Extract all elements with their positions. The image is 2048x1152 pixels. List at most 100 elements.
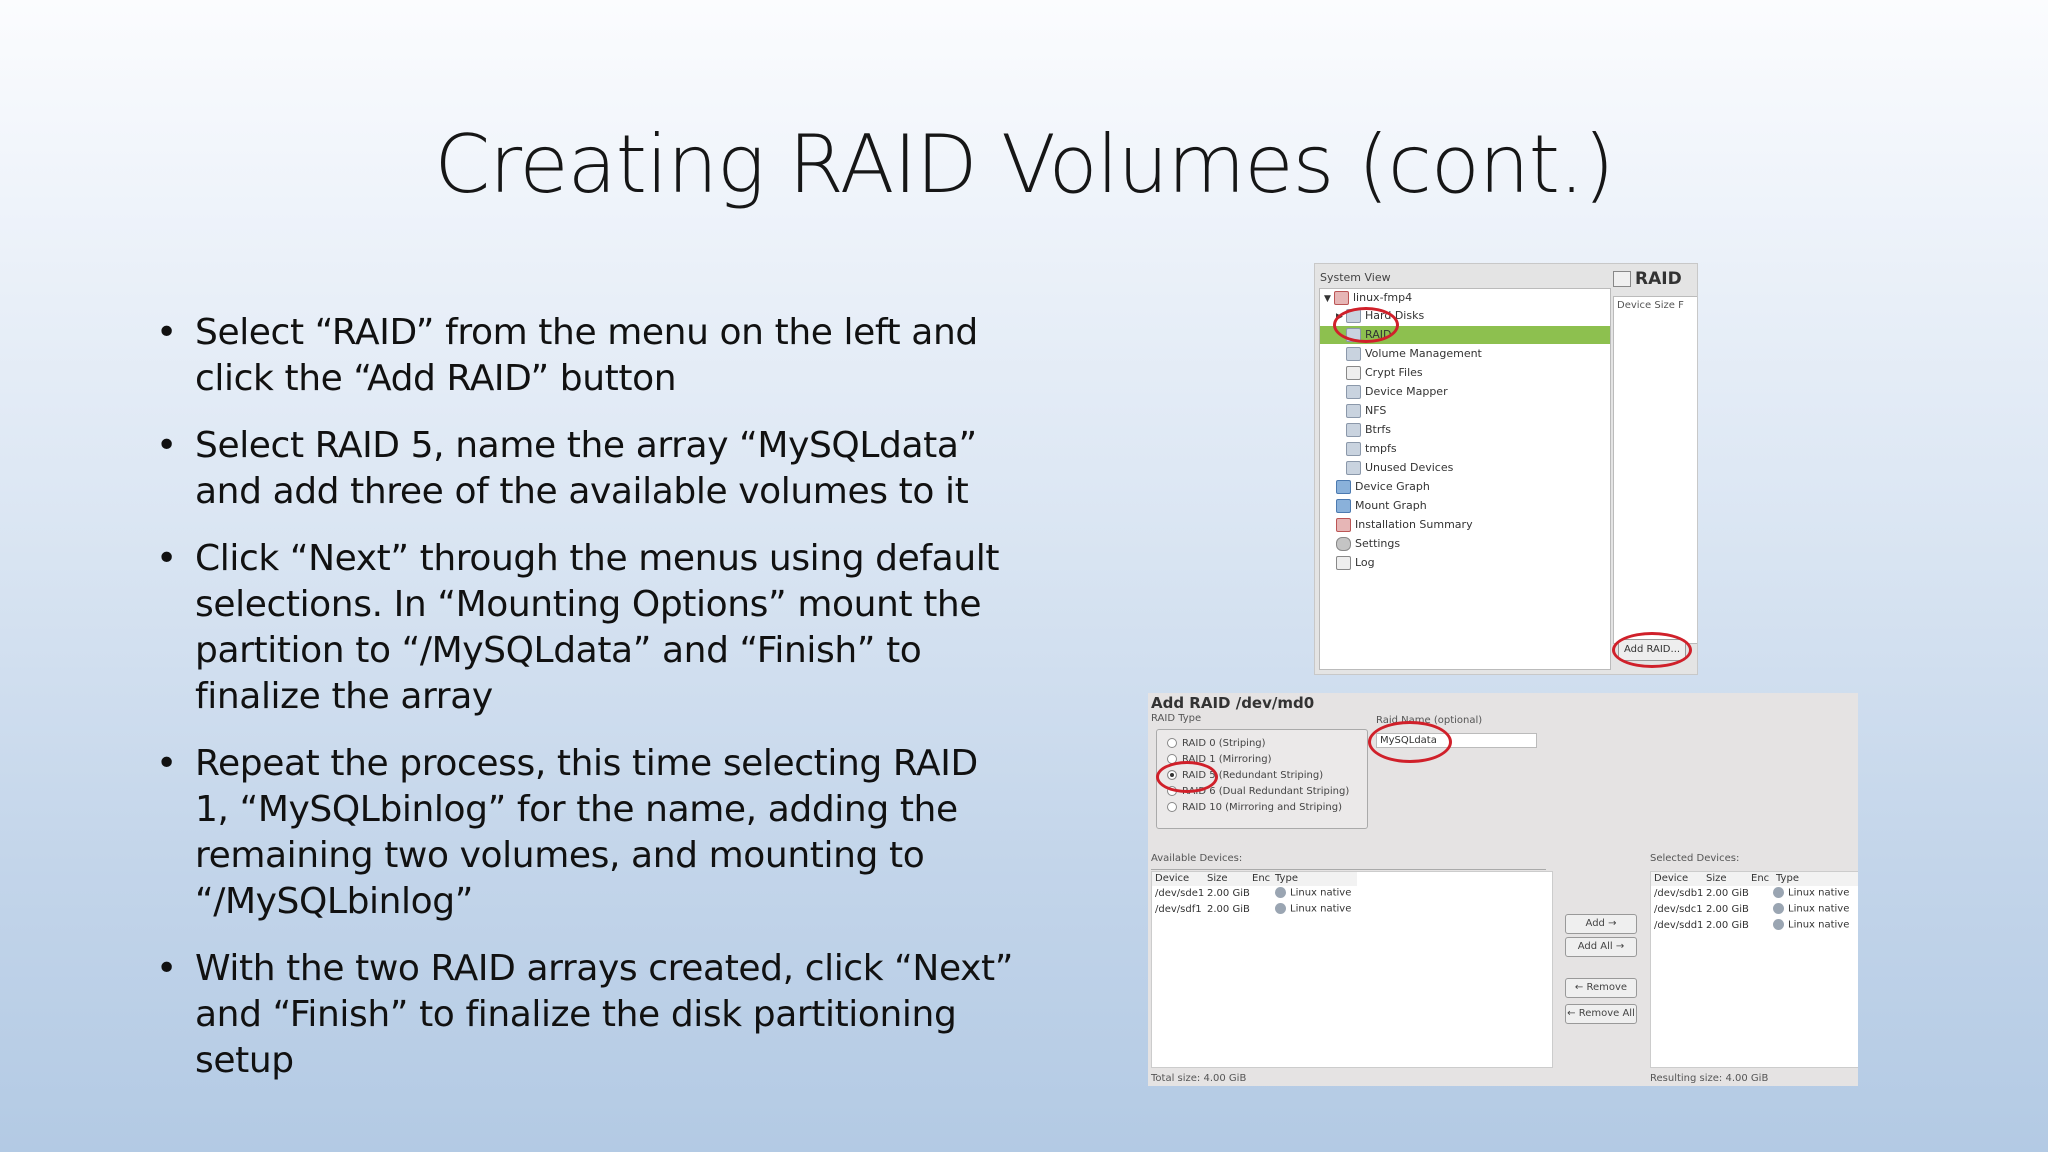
bullet-item: With the two RAID arrays created, click … bbox=[150, 946, 1020, 1084]
column-header[interactable]: Type bbox=[1275, 873, 1298, 884]
tree-item-nfs[interactable]: NFS bbox=[1346, 402, 1386, 420]
column-header[interactable]: Device bbox=[1155, 873, 1190, 884]
total-size: Total size: 4.00 GiB bbox=[1151, 1073, 1247, 1084]
raid-panel-icon bbox=[1613, 271, 1631, 287]
disk-icon bbox=[1275, 887, 1286, 898]
raid-type-option-label: RAID 10 (Mirroring and Striping) bbox=[1182, 802, 1342, 813]
tree-item-log[interactable]: Log bbox=[1336, 554, 1375, 572]
raid-type-option[interactable]: RAID 10 (Mirroring and Striping) bbox=[1167, 800, 1342, 815]
add-raid-highlight-circle bbox=[1612, 632, 1692, 668]
raid5-highlight-circle bbox=[1156, 761, 1218, 793]
tree-item-mount-graph[interactable]: Mount Graph bbox=[1336, 497, 1427, 515]
add-raid-title: Add RAID /dev/md0 bbox=[1151, 694, 1315, 712]
raid-type-group: RAID 0 (Striping) RAID 1 (Mirroring) RAI… bbox=[1156, 729, 1368, 829]
tree-item-tmpfs[interactable]: tmpfs bbox=[1346, 440, 1397, 458]
size-cell: 2.00 GiB bbox=[1706, 920, 1749, 931]
type-cell: Linux native bbox=[1773, 903, 1849, 915]
add-raid-dialog-screenshot: Add RAID /dev/md0 RAID Type RAID 0 (Stri… bbox=[1148, 693, 1858, 1086]
raid-name-label: Raid Name (optional) bbox=[1376, 715, 1483, 726]
crypt-file-icon bbox=[1346, 366, 1361, 380]
raid-type-label: RAID Type bbox=[1151, 713, 1202, 724]
type-cell: Linux native bbox=[1275, 887, 1351, 899]
tree-item-label: Device Mapper bbox=[1365, 385, 1448, 398]
raid-type-option-label: RAID 6 (Dual Redundant Striping) bbox=[1182, 786, 1350, 797]
available-devices-label: Available Devices: bbox=[1151, 853, 1243, 864]
raid-panel-title: RAID bbox=[1613, 269, 1682, 289]
tree-item-label: Device Graph bbox=[1355, 480, 1430, 493]
tree-item-host[interactable]: ▼linux-fmp4 bbox=[1324, 289, 1412, 307]
settings-gear-icon bbox=[1336, 537, 1351, 551]
device-cell: /dev/sdd1 bbox=[1654, 920, 1704, 931]
btrfs-icon bbox=[1346, 423, 1361, 437]
raid-type-option[interactable]: RAID 0 (Striping) bbox=[1167, 736, 1266, 751]
tree-item-label: Log bbox=[1355, 556, 1375, 569]
tree-item-label: Unused Devices bbox=[1365, 461, 1454, 474]
device-cell: /dev/sdc1 bbox=[1654, 904, 1703, 915]
tree-item-btrfs[interactable]: Btrfs bbox=[1346, 421, 1391, 439]
selected-devices-table[interactable]: Device Size Enc Type /dev/sdb1 2.00 GiB … bbox=[1650, 871, 1858, 1068]
slide-title: Creating RAID Volumes (cont.) bbox=[434, 118, 1614, 211]
system-view-tree: ▼linux-fmp4 ▶Hard Disks RAID Volume Mana… bbox=[1319, 288, 1611, 670]
tree-item-settings[interactable]: Settings bbox=[1336, 535, 1400, 553]
column-header[interactable]: Type bbox=[1776, 873, 1799, 884]
tree-item-label: tmpfs bbox=[1365, 442, 1397, 455]
remove-button[interactable]: ← Remove bbox=[1565, 978, 1637, 998]
summary-icon bbox=[1336, 518, 1351, 532]
radio-button[interactable] bbox=[1167, 738, 1177, 748]
tree-item-installation-summary[interactable]: Installation Summary bbox=[1336, 516, 1473, 534]
resulting-size: Resulting size: 4.00 GiB bbox=[1650, 1073, 1769, 1084]
raid-panel-title-text: RAID bbox=[1635, 269, 1682, 289]
raid-highlight-circle bbox=[1333, 307, 1399, 343]
tree-item-label: Btrfs bbox=[1365, 423, 1391, 436]
unused-devices-icon bbox=[1346, 461, 1361, 475]
table-header: Device Size Enc Type bbox=[1651, 872, 1858, 886]
size-cell: 2.00 GiB bbox=[1207, 904, 1250, 915]
tmpfs-icon bbox=[1346, 442, 1361, 456]
column-header[interactable]: Enc bbox=[1252, 873, 1271, 884]
device-graph-icon bbox=[1336, 480, 1351, 494]
tree-item-label: Mount Graph bbox=[1355, 499, 1427, 512]
bullet-item: Repeat the process, this time selecting … bbox=[150, 741, 1020, 925]
tree-item-label: NFS bbox=[1365, 404, 1387, 417]
disk-icon bbox=[1773, 903, 1784, 914]
type-cell: Linux native bbox=[1773, 887, 1849, 899]
tree-item-label: Installation Summary bbox=[1355, 518, 1473, 531]
bullet-item: Select RAID 5, name the array “MySQLdata… bbox=[150, 423, 1020, 515]
raid-type-option-label: RAID 5 (Redundant Striping) bbox=[1182, 770, 1324, 781]
column-header[interactable]: Size bbox=[1706, 873, 1727, 884]
tree-item-volume-management[interactable]: Volume Management bbox=[1346, 345, 1482, 363]
table-header: Device Size Enc Type bbox=[1152, 872, 1357, 886]
add-button[interactable]: Add → bbox=[1565, 914, 1637, 934]
column-header[interactable]: Enc bbox=[1751, 873, 1770, 884]
column-header[interactable]: Size bbox=[1207, 873, 1228, 884]
tree-item-device-mapper[interactable]: Device Mapper bbox=[1346, 383, 1448, 401]
radio-button[interactable] bbox=[1167, 802, 1177, 812]
device-cell: /dev/sdb1 bbox=[1654, 888, 1704, 899]
bullet-list: Select “RAID” from the menu on the left … bbox=[150, 310, 1020, 1105]
tree-item-label: Crypt Files bbox=[1365, 366, 1423, 379]
size-cell: 2.00 GiB bbox=[1207, 888, 1250, 899]
raid-type-option-label: RAID 1 (Mirroring) bbox=[1182, 754, 1272, 765]
type-cell: Linux native bbox=[1275, 903, 1351, 915]
tree-item-label: Volume Management bbox=[1365, 347, 1482, 360]
remove-all-button[interactable]: ← Remove All bbox=[1565, 1004, 1637, 1024]
raid-type-option-label: RAID 0 (Striping) bbox=[1182, 738, 1266, 749]
volume-icon bbox=[1346, 347, 1361, 361]
raid-name-highlight-circle bbox=[1368, 721, 1452, 763]
selected-devices-label: Selected Devices: bbox=[1650, 853, 1740, 864]
tree-item-label: Settings bbox=[1355, 537, 1401, 550]
device-cell: /dev/sdf1 bbox=[1155, 904, 1202, 915]
disk-icon bbox=[1773, 887, 1784, 898]
computer-icon bbox=[1334, 291, 1349, 305]
type-cell: Linux native bbox=[1773, 919, 1849, 931]
bullet-item: Select “RAID” from the menu on the left … bbox=[150, 310, 1020, 402]
expand-arrow-icon[interactable]: ▼ bbox=[1324, 294, 1331, 304]
tree-item-crypt-files[interactable]: Crypt Files bbox=[1346, 364, 1423, 382]
system-view-screenshot: System View ▼linux-fmp4 ▶Hard Disks RAID… bbox=[1314, 263, 1698, 675]
add-all-button[interactable]: Add All → bbox=[1565, 937, 1637, 957]
tree-item-unused-devices[interactable]: Unused Devices bbox=[1346, 459, 1453, 477]
column-header[interactable]: Device bbox=[1654, 873, 1689, 884]
tree-item-device-graph[interactable]: Device Graph bbox=[1336, 478, 1430, 496]
device-cell: /dev/sde1 bbox=[1155, 888, 1205, 899]
available-devices-table[interactable]: Device Size Enc Type /dev/sde1 2.00 GiB … bbox=[1151, 871, 1553, 1068]
